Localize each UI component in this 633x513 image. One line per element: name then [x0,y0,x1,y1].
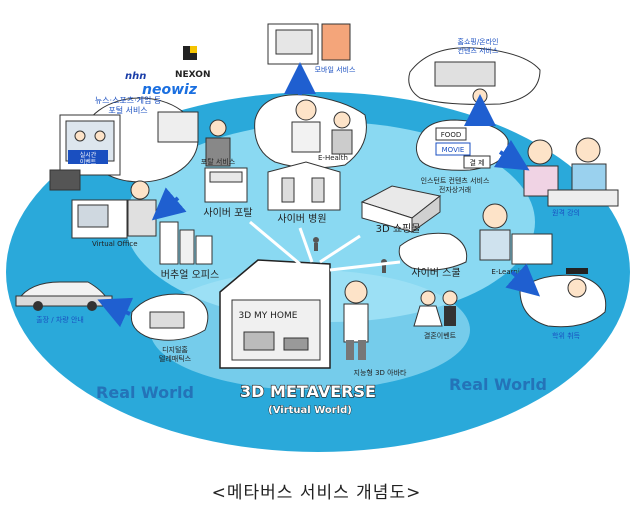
wedding-label: 결혼이벤트 [424,331,457,340]
realtime-event-label: 실시간 [80,151,97,159]
svg-text:전자상거래: 전자상거래 [439,185,471,194]
wedding-hub: 결혼이벤트 [413,290,458,340]
cyber-school-label: 사이버 스쿨 [411,267,460,279]
delivery-label-2: 컨텐츠 서비스 [458,46,499,55]
cyber-portal-hub: 포탈 서비스 사이버 포탈 [201,157,253,219]
realtime-event-label-2: 이벤트 [80,158,97,166]
video-call-scene: 실시간 이벤트 [49,114,121,191]
delivery-scene: 홈쇼핑/온라인 컨텐츠 서비스 [408,37,541,105]
shopping-mall-hub: 3D 쇼핑몰 [360,185,442,235]
remote-class-scene: 원격 강의 [523,137,619,217]
metaverse-subtitle: (Virtual World) [268,405,352,416]
portal-logos: NEXON nhn neowiz [125,46,210,98]
mobile-service-label: 모바일 서비스 [315,65,356,74]
virtual-office-hub: 버추얼 오피스 [159,221,219,281]
nexon-logo: NEXON [175,70,210,80]
diagram-caption: <메타버스 서비스 개념도> [211,483,422,503]
cyber-hospital-label: 사이버 병원 [277,213,326,225]
center-spokes [249,220,401,272]
delivery-label: 홈쇼핑/온라인 [458,37,499,46]
telematics-label: 디지털홈 [162,345,188,354]
my-home-scene: 3D MY HOME [219,259,331,369]
metaverse-title: 3D METAVERSE [240,382,376,401]
car-scene: 출장 / 차량 안내 [15,281,113,324]
graduation-scene: 학위 취득 [519,268,607,340]
shopping-mall-label: 3D 쇼핑몰 [376,223,421,235]
car-label: 출장 / 차량 안내 [36,315,84,324]
news-portal-label-2: 포털 서비스 [108,105,147,115]
real-world-label-right: Real World [449,375,547,394]
order-scene: FOOD MOVIE 결 제 [415,119,509,171]
remote-class-label: 원격 강의 [552,208,580,217]
real-world-label-left: Real World [96,383,194,402]
arrows [97,62,541,328]
portal-service-label: 포탈 서비스 [201,157,236,166]
food-label: FOOD [441,131,461,139]
cyber-hospital-hub: 사이버 병원 [267,161,341,225]
telematics-scene: 디지털홈 텔레매틱스 [130,293,209,363]
virtual-office-small-label: Virtual Office [92,240,138,248]
telematics-label-2: 텔레매틱스 [159,354,192,363]
ehealth-scene: E-Health [254,94,367,169]
virtual-office-label: 버추얼 오피스 [161,269,219,281]
nhn-logo: nhn [125,71,146,82]
news-portal-label: 뉴스·스포츠·게임 등 [95,95,162,105]
elearning-scene: E-Learning [479,203,553,276]
cyber-portal-label: 사이버 포탈 [203,206,252,219]
order-label: 결 제 [469,158,484,167]
graduation-label: 학위 취득 [552,331,581,340]
my-home-label: 3D MY HOME [239,311,298,321]
avatar-label: 지능형 3D 아바타 [354,368,407,377]
cyber-school-hub: 사이버 스쿨 [398,232,468,279]
svg-text:인스턴트 컨텐츠 서비스: 인스턴트 컨텐츠 서비스 [421,176,490,185]
ehealth-label: E-Health [318,154,348,162]
neowiz-logo: neowiz [142,82,198,98]
center-avatar: 지능형 3D 아바타 [343,280,407,377]
mobile-service-scene: 모바일 서비스 [267,23,356,74]
elearning-label: E-Learning [491,268,528,276]
movie-label: MOVIE [442,146,465,154]
virtual-office-scene: Virtual Office [71,180,157,248]
instant-content-label: 인스턴트 컨텐츠 서비스 전자상거래 [421,176,490,194]
